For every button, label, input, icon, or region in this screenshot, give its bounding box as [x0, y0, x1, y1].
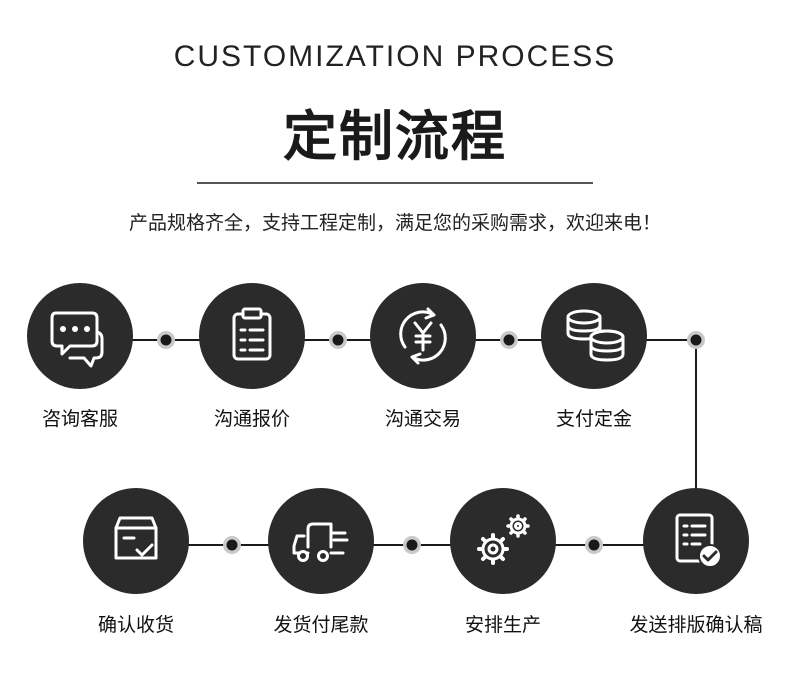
- step-circle-5: [643, 488, 749, 594]
- subtitle: 产品规格齐全，支持工程定制，满足您的采购需求，欢迎来电！: [128, 212, 661, 234]
- page-title: 定制流程: [283, 105, 507, 168]
- connector-dots: [157, 331, 705, 554]
- step-label-6: 安排生产: [464, 614, 541, 636]
- coins-icon: [566, 309, 625, 362]
- step-circles: [27, 283, 749, 594]
- step-label-3: 沟通交易: [384, 408, 461, 430]
- step-label-1: 咨询客服: [41, 408, 118, 430]
- step-label-4: 支付定金: [555, 408, 632, 430]
- step-circle-7: [268, 488, 374, 594]
- box-check-icon: [114, 516, 158, 560]
- step-label-2: 沟通报价: [213, 408, 290, 430]
- connector-dot: [403, 536, 421, 554]
- step-circle-2: [199, 283, 305, 389]
- connector-dot: [329, 331, 347, 349]
- title-divider: [197, 182, 593, 184]
- gears-icon: [477, 514, 530, 565]
- connector-dot: [585, 536, 603, 554]
- clipboard-icon: [232, 307, 272, 361]
- chat-bubbles-icon: [50, 311, 104, 368]
- yen-exchange-icon: [399, 307, 447, 365]
- connector-dot: [223, 536, 241, 554]
- connector-dot: [687, 331, 705, 349]
- connector-dot: [157, 331, 175, 349]
- step-label-5: 发送排版确认稿: [629, 614, 763, 636]
- document-check-icon: [675, 513, 722, 568]
- step-label-8: 确认收货: [97, 614, 174, 636]
- delivery-truck-icon: [292, 522, 349, 562]
- step-circle-8: [83, 488, 189, 594]
- step-label-7: 发货付尾款: [273, 614, 369, 636]
- connector-dot: [500, 331, 518, 349]
- title-english: CUSTOMIZATION PROCESS: [173, 40, 617, 73]
